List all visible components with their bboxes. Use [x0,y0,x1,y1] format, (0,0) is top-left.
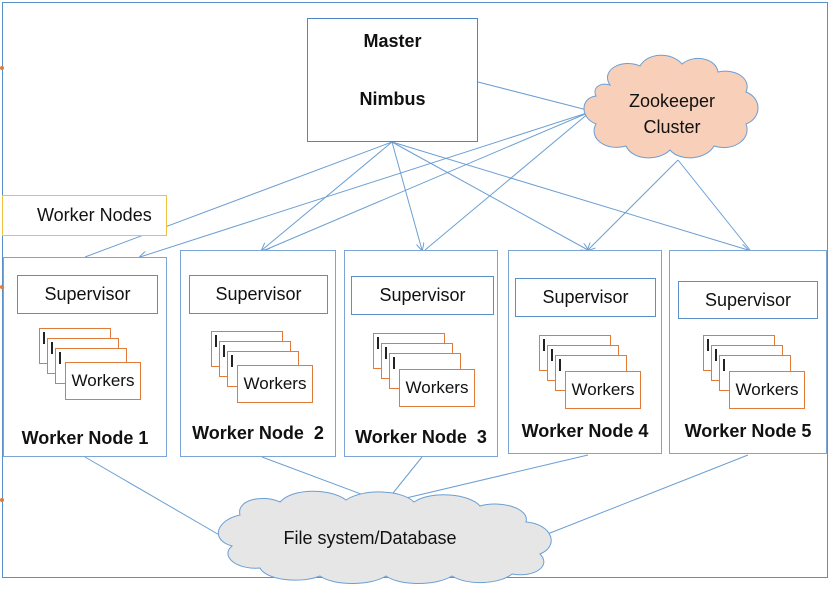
supervisor-box: Supervisor [515,278,656,317]
zookeeper-line1: Zookeeper [628,91,716,111]
line-zk-node1 [140,111,591,257]
edge-marker [0,498,4,502]
workers-card: Workers [399,369,475,407]
zookeeper-cloud [583,54,759,159]
workers-card: Workers [237,365,313,403]
workers-stack: Workers [539,335,649,415]
worker-node-5: Supervisor Workers Worker Node 5 [669,250,827,454]
workers-card: Workers [729,371,805,409]
workers-stack: Workers [703,335,813,415]
line-node5-storage [544,454,749,536]
file-system-database-label: File system/Database [283,528,457,548]
worker-node-4: Supervisor Workers Worker Node 4 [508,250,662,454]
node-title: Worker Node 1 [21,428,149,448]
master-nimbus-box: Master Nimbus [307,18,478,142]
line-node1-storage [84,456,228,540]
worker-node-2: Supervisor Workers Worker Node 2 [180,250,336,457]
worker-nodes-label: Worker Nodes [2,195,167,236]
edge-marker [0,66,4,70]
supervisor-box: Supervisor [189,275,328,314]
workers-card: Workers [65,362,141,400]
zookeeper-label: Zookeeper Cluster [612,88,732,140]
line-master-node2 [262,141,393,250]
supervisor-box: Supervisor [351,276,494,315]
line-master-node1 [84,141,393,258]
workers-stack: Workers [39,328,149,408]
worker-node-3: Supervisor Workers Worker Node 3 [344,250,498,457]
workers-card: Workers [565,371,641,409]
master-label: Master [363,31,422,51]
line-master-zookeeper [477,81,596,113]
line-master-node5 [391,141,748,250]
line-zk-node5 [677,159,751,251]
workers-stack: Workers [373,333,483,413]
supervisor-box: Supervisor [17,275,158,314]
line-master-node3 [391,141,422,250]
node-title: Worker Node 3 [355,427,487,447]
zookeeper-line2: Cluster [643,117,701,137]
edge-marker [0,285,4,289]
node-title: Worker Node 4 [521,421,649,441]
file-system-cloud [217,490,552,584]
node-title: Worker Node 5 [684,421,812,441]
workers-stack: Workers [211,331,321,411]
node-title: Worker Node 2 [192,423,324,443]
line-node4-storage [384,454,589,504]
line-zk-node4 [588,159,679,250]
supervisor-box: Supervisor [678,281,818,319]
line-zk-node3 [424,111,591,251]
nimbus-label: Nimbus [359,89,426,109]
worker-node-1: Supervisor Workers Worker Node 1 [3,257,167,457]
line-zk-node2 [264,111,591,251]
